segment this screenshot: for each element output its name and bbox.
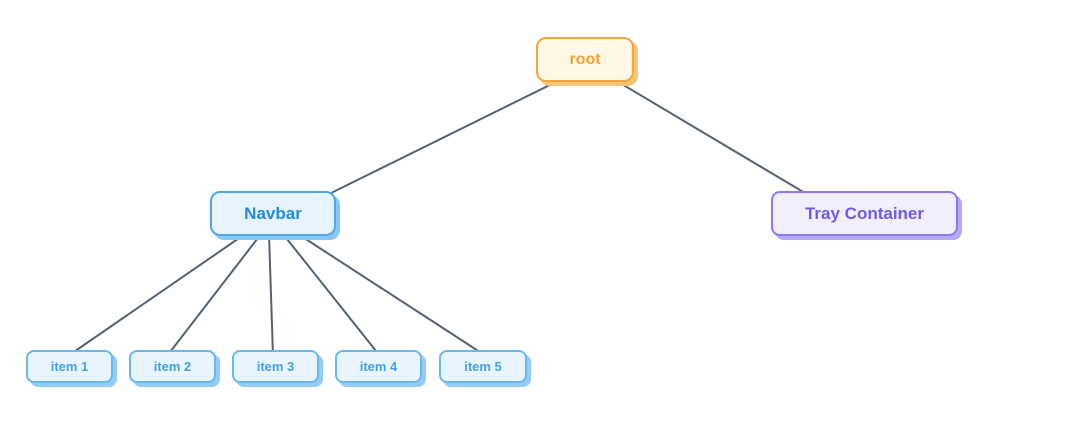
node-item-5[interactable]: item 5	[439, 350, 527, 383]
edge-root-tray-container	[614, 79, 811, 197]
node-label: item 3	[256, 359, 295, 374]
node-label: item 5	[464, 359, 502, 374]
node-item-4[interactable]: item 4	[335, 350, 422, 383]
node-tray-container[interactable]: Tray Container	[771, 191, 958, 236]
node-label: item 2	[153, 359, 192, 374]
edge-root-navbar	[324, 79, 561, 197]
node-label: Tray Container	[804, 203, 925, 223]
node-label: root	[569, 50, 601, 68]
node-label: item 1	[50, 359, 89, 374]
edge-navbar-item-2	[166, 233, 262, 357]
node-label: Navbar	[244, 203, 302, 223]
edge-navbar-item-3	[268, 233, 274, 357]
edge-navbar-item-4	[282, 233, 381, 357]
node-item-3[interactable]: item 3	[232, 350, 319, 383]
node-item-1[interactable]: item 1	[26, 350, 113, 383]
edge-navbar-item-1	[67, 233, 246, 357]
node-item-2[interactable]: item 2	[129, 350, 216, 383]
node-navbar[interactable]: Navbar	[210, 191, 336, 236]
edge-navbar-item-5	[297, 233, 487, 357]
node-label: item 4	[359, 359, 398, 374]
node-root[interactable]: root	[536, 37, 634, 82]
